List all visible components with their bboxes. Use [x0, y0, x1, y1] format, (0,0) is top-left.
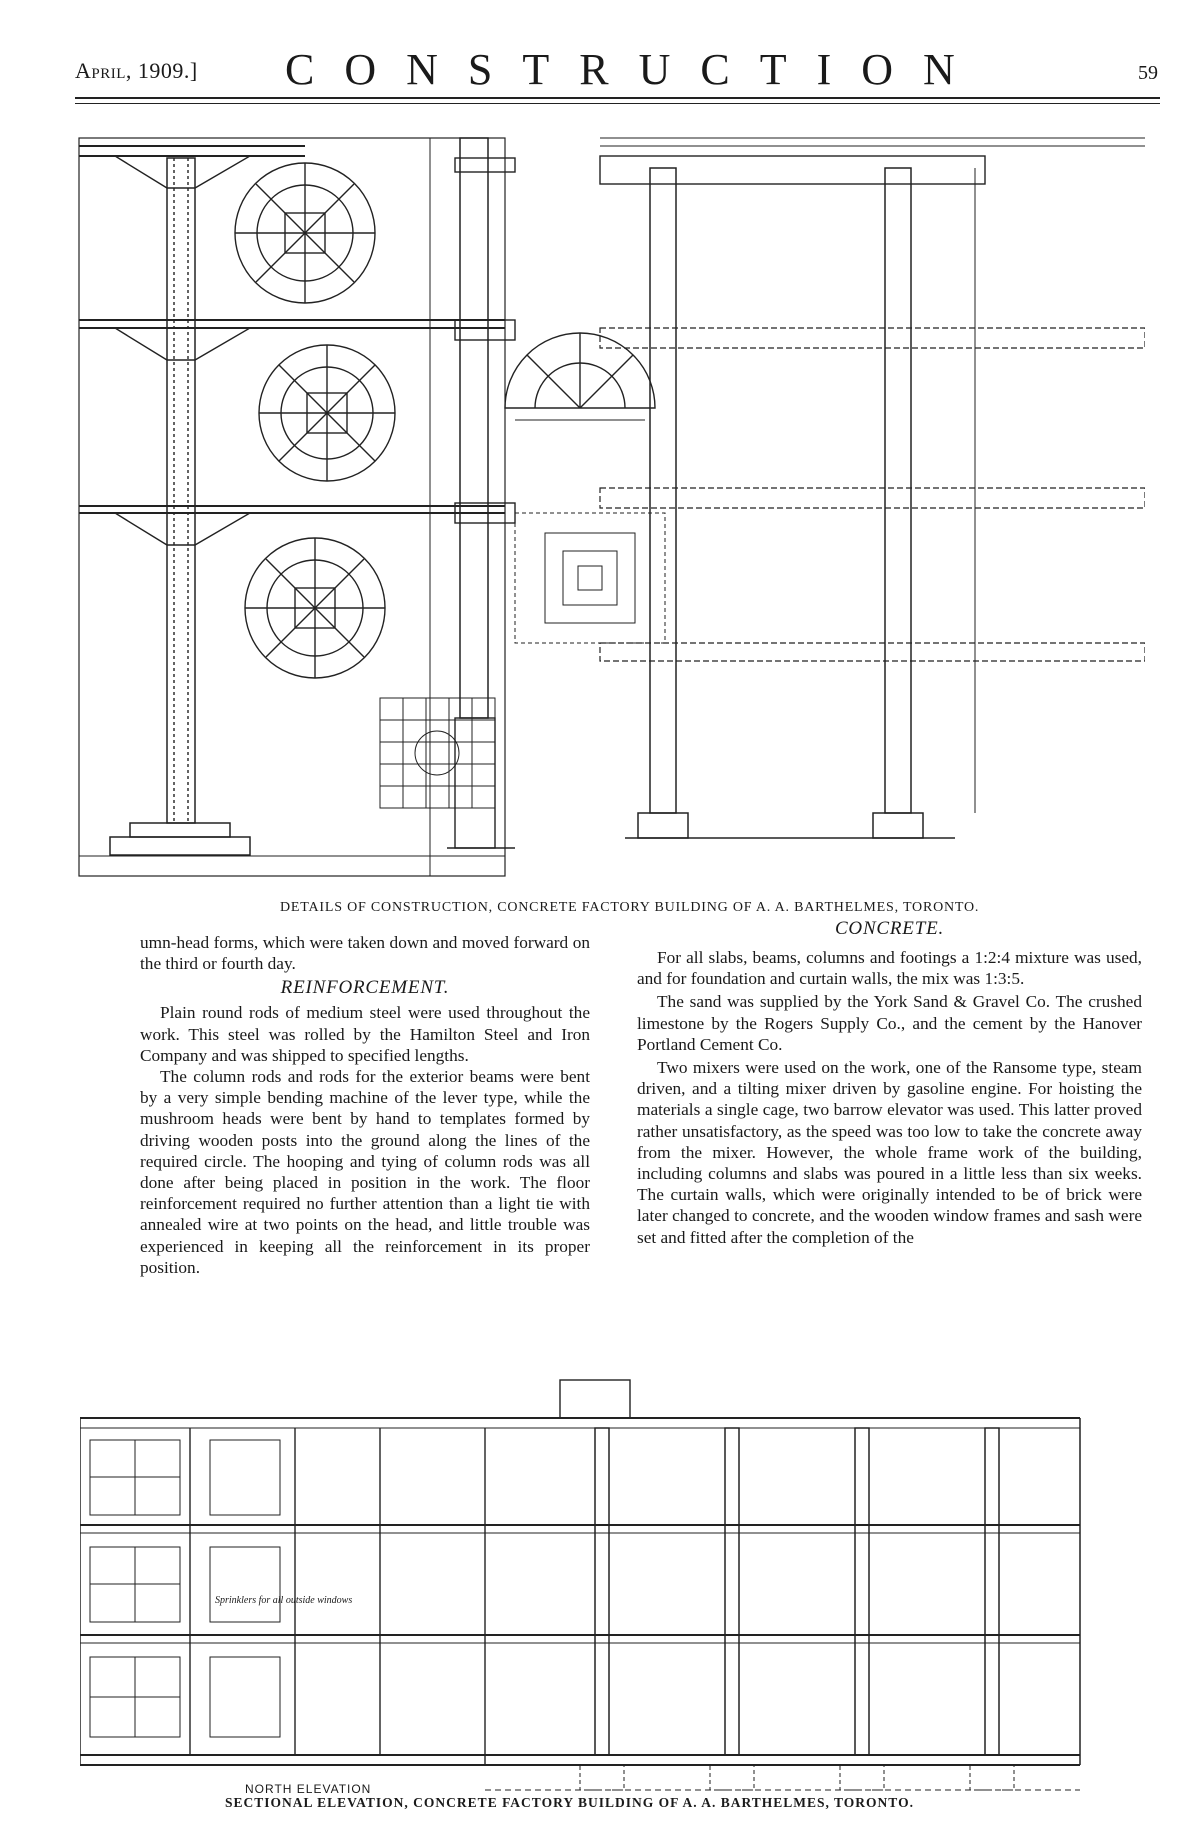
section-columns: [594, 1427, 1000, 1756]
mushroom-head-plan-3: [244, 537, 386, 679]
paragraph: Plain round rods of medium steel were us…: [140, 1003, 590, 1065]
mushroom-head-plan-1: [234, 162, 376, 304]
page-header: April, 1909.] CONSTRUCTION 59: [75, 42, 1160, 104]
header-rule: [75, 97, 1160, 99]
half-plan-diagram: [504, 332, 656, 421]
footing-plan-grid: [379, 697, 496, 809]
continued-paragraph: umn-head forms, which were taken down an…: [140, 933, 590, 974]
journal-title: CONSTRUCTION: [285, 45, 985, 94]
paragraph: The sand was supplied by the York Sand &…: [637, 992, 1142, 1054]
north-elevation-label: NORTH ELEVATION: [245, 1782, 372, 1796]
section-title-concrete: CONCRETE.: [834, 918, 945, 939]
column-footing-detail: [514, 512, 666, 644]
exterior-frame-elevation: [599, 137, 1145, 839]
paragraph: Two mixers were used on the work, one of…: [637, 1058, 1142, 1247]
page-number: 59: [1138, 62, 1158, 84]
construction-details-drawing: [75, 128, 1145, 880]
window-grid: [89, 1439, 281, 1738]
paragraph: The column rods and rods for the exterio…: [140, 1067, 590, 1277]
section-title-reinforcement: REINFORCEMENT.: [280, 977, 450, 999]
header-rule-thin: [75, 103, 1160, 104]
right-text-column: CONCRETE. For all slabs, beams, columns …: [637, 915, 1142, 1250]
left-text-column: umn-head forms, which were taken down an…: [140, 932, 590, 1278]
top-figure-caption: Details of Construction, Concrete Factor…: [280, 900, 980, 915]
bottom-figure-caption: Sectional Elevation, Concrete Factory Bu…: [225, 1795, 914, 1810]
sectional-elevation-drawing: NORTH ELEVATION Sprinklers for all outsi…: [80, 1370, 1145, 1840]
wall-section: [429, 137, 516, 876]
issue-date: April, 1909.]: [75, 58, 198, 83]
column-elevation: [79, 145, 505, 857]
mushroom-head-plan-2: [258, 344, 396, 482]
sprinklers-note: Sprinklers for all outside windows: [215, 1595, 353, 1606]
paragraph: For all slabs, beams, columns and footin…: [637, 948, 1142, 989]
